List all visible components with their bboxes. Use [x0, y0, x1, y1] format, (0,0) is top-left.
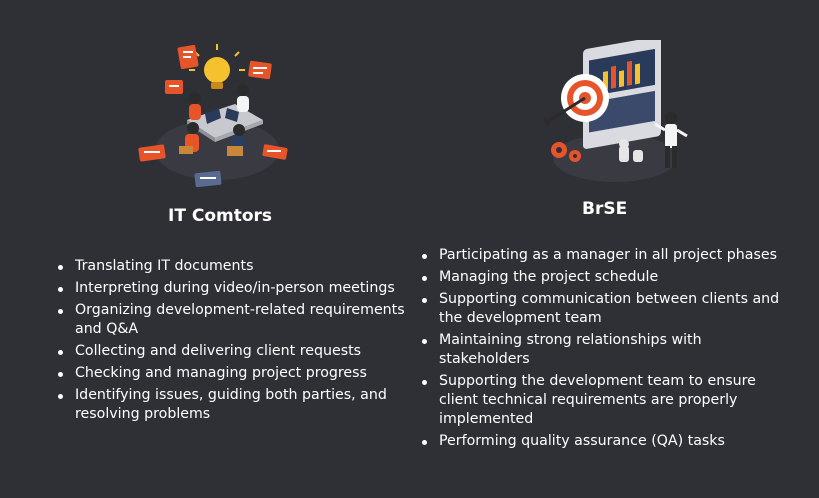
list-item: Supporting communication between clients… — [420, 290, 792, 328]
list-item: Supporting the development team to ensur… — [420, 372, 792, 429]
list-item: Checking and managing project progress — [56, 364, 406, 383]
brse-duties-list: Participating as a manager in all projec… — [420, 246, 792, 454]
list-item: Performing quality assurance (QA) tasks — [420, 432, 792, 451]
list-item: Translating IT documents — [56, 257, 406, 276]
list-item: Identifying issues, guiding both parties… — [56, 386, 406, 424]
list-item: Maintaining strong relationships with st… — [420, 331, 792, 369]
list-item: Collecting and delivering client request… — [56, 342, 406, 361]
list-item: Participating as a manager in all projec… — [420, 246, 792, 265]
gear-icon — [551, 142, 581, 162]
list-item: Interpreting during video/in-person meet… — [56, 279, 406, 298]
column-title-brse: BrSE — [582, 199, 628, 219]
team-meeting-illustration — [135, 42, 295, 192]
lightbulb-icon — [189, 44, 245, 89]
dashboard-screen-icon — [583, 40, 661, 149]
list-item: Organizing development-related requireme… — [56, 301, 406, 339]
column-title-it-comtors: IT Comtors — [168, 206, 273, 226]
list-item: Managing the project schedule — [420, 268, 792, 287]
target-dashboard-illustration — [535, 40, 695, 190]
